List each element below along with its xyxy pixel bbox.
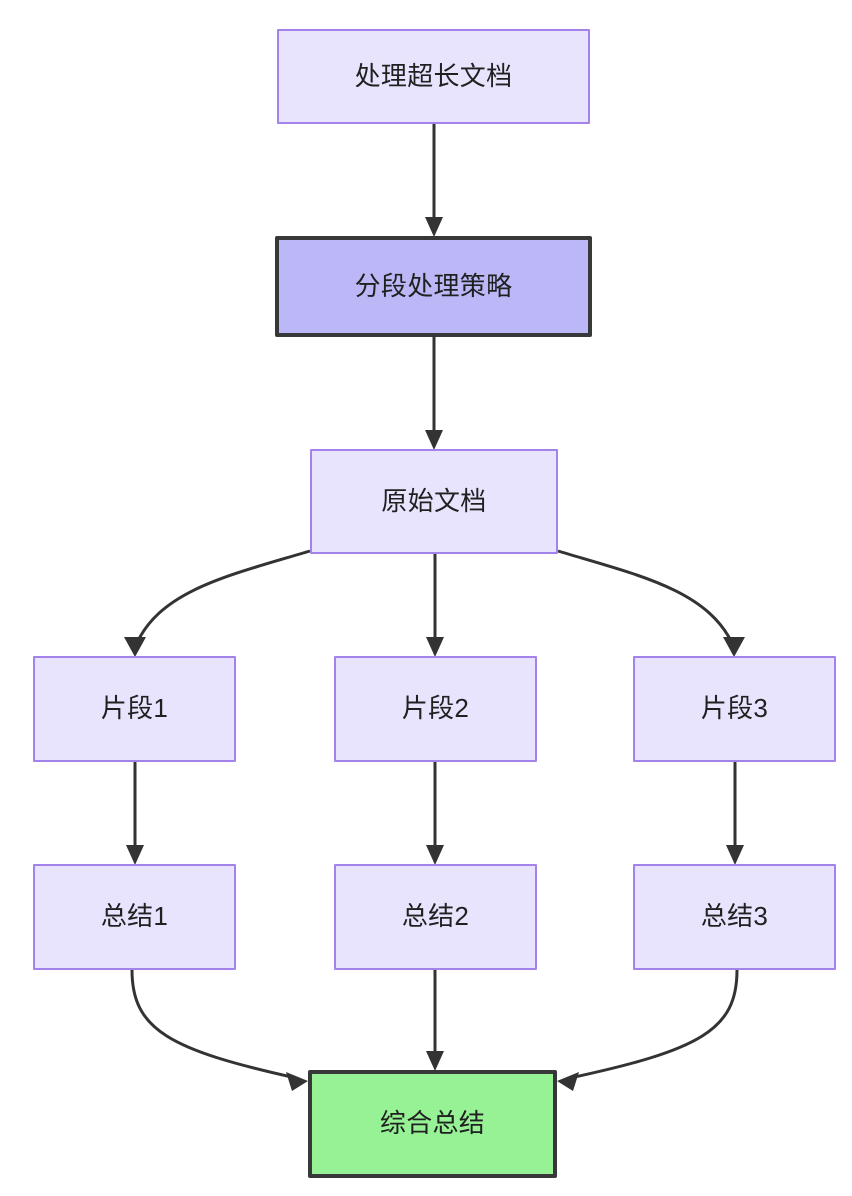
arrowhead-n9-n10 bbox=[557, 1072, 579, 1091]
edge-n7-n10 bbox=[130, 969, 297, 1080]
node-label: 片段1 bbox=[100, 693, 169, 724]
arrowhead-n8-n10 bbox=[426, 1051, 444, 1071]
arrowhead-n3-n4 bbox=[124, 637, 146, 657]
arrowhead-n3-n6 bbox=[723, 637, 745, 657]
arrowhead-n7-n10 bbox=[286, 1072, 308, 1091]
edge-n9-n10 bbox=[569, 969, 739, 1080]
node-comprehensive-summary[interactable]: 综合总结 bbox=[308, 1070, 557, 1178]
arrowhead-n2-n3 bbox=[425, 430, 443, 450]
node-label: 原始文档 bbox=[381, 485, 487, 516]
node-label: 总结3 bbox=[700, 901, 769, 932]
node-label: 分段处理策略 bbox=[354, 270, 513, 301]
node-label: 片段3 bbox=[700, 693, 769, 724]
node-original-document[interactable]: 原始文档 bbox=[310, 449, 558, 554]
node-label: 处理超长文档 bbox=[354, 60, 513, 91]
arrowhead-n5-n8 bbox=[426, 845, 444, 865]
arrowhead-n4-n7 bbox=[126, 845, 144, 865]
node-fragment-1[interactable]: 片段1 bbox=[33, 656, 236, 762]
node-label: 综合总结 bbox=[379, 1108, 486, 1139]
arrowhead-n3-n5 bbox=[426, 637, 444, 657]
node-process-long-document[interactable]: 处理超长文档 bbox=[277, 29, 590, 124]
node-summary-2[interactable]: 总结2 bbox=[334, 864, 537, 970]
node-fragment-2[interactable]: 片段2 bbox=[334, 656, 537, 762]
node-label: 总结2 bbox=[401, 901, 470, 932]
arrowhead-n6-n9 bbox=[726, 845, 744, 865]
node-summary-1[interactable]: 总结1 bbox=[33, 864, 236, 970]
edge-n3-n6 bbox=[557, 549, 735, 646]
arrowhead-n1-n2 bbox=[425, 217, 443, 237]
edge-n3-n4 bbox=[134, 549, 311, 646]
node-chunking-strategy[interactable]: 分段处理策略 bbox=[275, 236, 592, 337]
node-label: 总结1 bbox=[100, 901, 169, 932]
node-fragment-3[interactable]: 片段3 bbox=[633, 656, 836, 762]
node-label: 片段2 bbox=[401, 693, 470, 724]
node-summary-3[interactable]: 总结3 bbox=[633, 864, 836, 970]
